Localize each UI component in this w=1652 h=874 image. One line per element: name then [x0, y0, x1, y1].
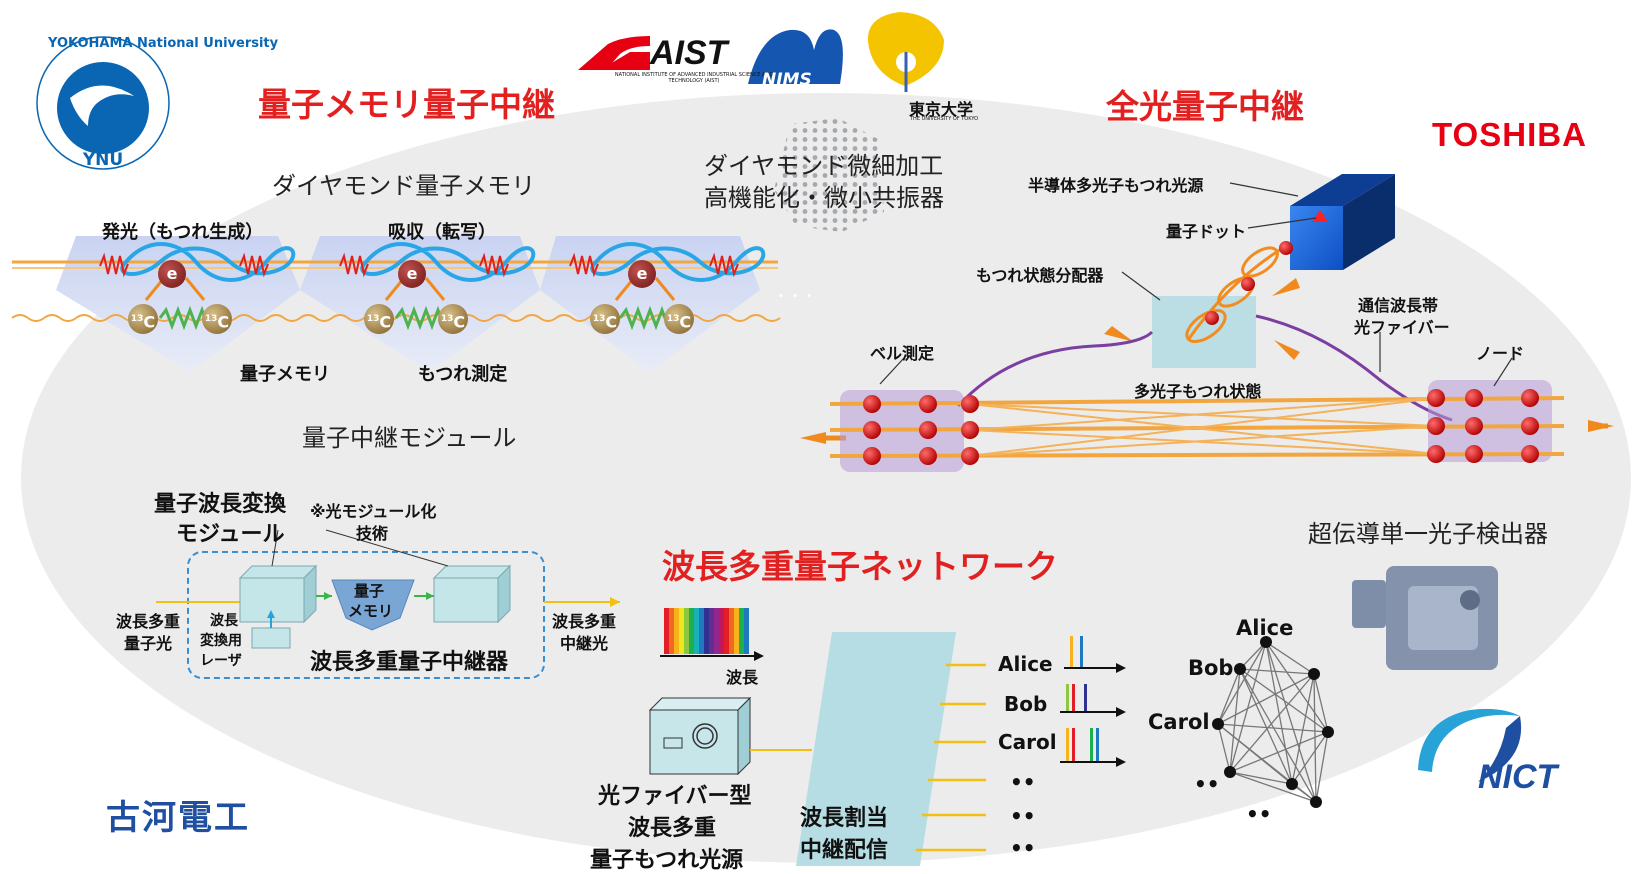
label-node: ノード	[1476, 344, 1525, 363]
label-emission: 発光（もつれ生成）	[102, 222, 264, 243]
label-assign-2: 中継配信	[800, 838, 889, 863]
label-laser-3: レーザ	[200, 653, 242, 669]
wdm-diagram	[648, 608, 1334, 866]
nict-logo	[1418, 708, 1522, 782]
ynu-abbr: YNU	[82, 150, 124, 170]
label-input-2: 量子光	[124, 634, 173, 653]
user-dots-2: ••	[1010, 804, 1036, 828]
nict-name: NICT	[1478, 758, 1558, 796]
memory-photons	[99, 252, 739, 278]
label-quantum-dot: 量子ドット	[1166, 222, 1247, 241]
memory-loops	[120, 242, 766, 282]
graph-node-carol: Carol	[1148, 710, 1210, 734]
user-dots-3: ••	[1010, 836, 1036, 860]
electron-3: e	[628, 260, 656, 288]
label-wavelength: 波長	[726, 668, 759, 687]
graph-dots-2: ••	[1246, 802, 1272, 826]
title-wdm-network: 波長多重量子ネットワーク	[662, 547, 1058, 586]
label-laser-1: 波長	[210, 613, 238, 629]
label-wdm-repeater: 波長多重量子中継器	[310, 650, 509, 675]
diamond-fab-pattern	[774, 118, 884, 232]
label-fiber-2: 光ファイバー	[1354, 318, 1450, 337]
furukawa-logo: 古河電工	[106, 798, 250, 838]
label-converter-note-1: ※光モジュール化	[310, 502, 437, 521]
label-snspd: 超伝導単一光子検出器	[1308, 520, 1548, 548]
carbon-13-2a: 13C	[364, 304, 394, 334]
label-multiphoton-state: 多光子もつれ状態	[1134, 382, 1262, 401]
label-absorption: 吸収（転写）	[388, 222, 496, 243]
label-assign-1: 波長割当	[800, 806, 889, 831]
nims-name: NIMS	[762, 70, 812, 90]
carol-spectrum	[1060, 728, 1126, 767]
title-all-optical: 全光量子中継	[1106, 87, 1304, 126]
bob-spectrum	[1060, 684, 1126, 717]
label-converter-title-2: モジュール	[176, 522, 285, 547]
label-converter-title-1: 量子波長変換	[154, 492, 287, 517]
label-converter-note-2: 技術	[356, 524, 389, 543]
rainbow-spectrum	[664, 608, 749, 654]
aist-name: AIST	[650, 34, 728, 72]
user-bob: Bob	[1004, 692, 1048, 716]
full-mesh-graph	[1217, 641, 1329, 803]
label-diamond-memory: ダイヤモンド量子メモリ	[272, 172, 536, 200]
carbon-13-3a: 13C	[590, 304, 620, 334]
carbon-13-3b: 13C	[664, 304, 694, 334]
graph-node-bob: Bob	[1188, 656, 1234, 680]
label-diamond-fab-1: ダイヤモンド微細加工	[704, 152, 944, 180]
label-source-1: 光ファイバー型	[598, 784, 752, 809]
label-source-2: 波長多重	[628, 816, 717, 841]
nims-logo	[748, 29, 843, 84]
converter-diagram	[156, 529, 620, 679]
carbon-13-1b: 13C	[202, 304, 232, 334]
utokyo-logo	[867, 12, 944, 92]
graph-dots-1: ••	[1194, 772, 1220, 796]
label-repeater-module: 量子中継モジュール	[302, 424, 517, 452]
label-output-2: 中継光	[560, 634, 609, 653]
ynu-ring-text: YOKOHAMA National University	[48, 36, 279, 51]
all-optical-diagram	[800, 174, 1614, 472]
graph-node-alice: Alice	[1236, 616, 1294, 640]
label-memory-2: メモリ	[348, 602, 394, 620]
label-fiber-1: 通信波長帯	[1358, 296, 1439, 315]
label-distributor: もつれ状態分配器	[976, 266, 1104, 285]
label-output-1: 波長多重	[552, 612, 617, 631]
label-input-1: 波長多重	[116, 612, 181, 631]
label-diamond-fab-2: 高機能化・微小共振器	[704, 184, 944, 212]
label-source-3: 量子もつれ光源	[590, 848, 744, 873]
carbon-13-2b: 13C	[438, 304, 468, 334]
toshiba-logo: TOSHIBA	[1432, 116, 1587, 153]
aist-logo	[578, 36, 650, 70]
label-entanglement-measure: もつれ測定	[418, 364, 508, 385]
electron-1: e	[158, 260, 186, 288]
user-alice: Alice	[998, 652, 1053, 676]
label-bell-measurement: ベル測定	[870, 344, 935, 363]
electron-2: e	[398, 260, 426, 288]
carbon-13-1a: 13C	[128, 304, 158, 334]
memory-ellipsis: ・・・	[774, 289, 816, 305]
snspd-device-image	[1352, 566, 1498, 670]
label-multiphoton-source: 半導体多光子もつれ光源	[1028, 176, 1204, 195]
user-carol: Carol	[998, 730, 1057, 754]
label-memory-1: 量子	[354, 582, 385, 600]
aist-subtitle: NATIONAL INSTITUTE OF ADVANCED INDUSTRIA…	[614, 72, 774, 84]
label-laser-2: 変換用	[200, 633, 242, 649]
user-dots-1: ••	[1010, 770, 1036, 794]
alice-spectrum	[1064, 636, 1126, 673]
title-memory-repeater: 量子メモリ量子中継	[258, 85, 555, 124]
utokyo-subtitle: THE UNIVERSITY OF TOKYO	[910, 116, 979, 122]
label-quantum-memory: 量子メモリ	[240, 364, 330, 385]
utokyo-name: 東京大学	[909, 100, 974, 119]
ynu-logo	[36, 36, 170, 170]
